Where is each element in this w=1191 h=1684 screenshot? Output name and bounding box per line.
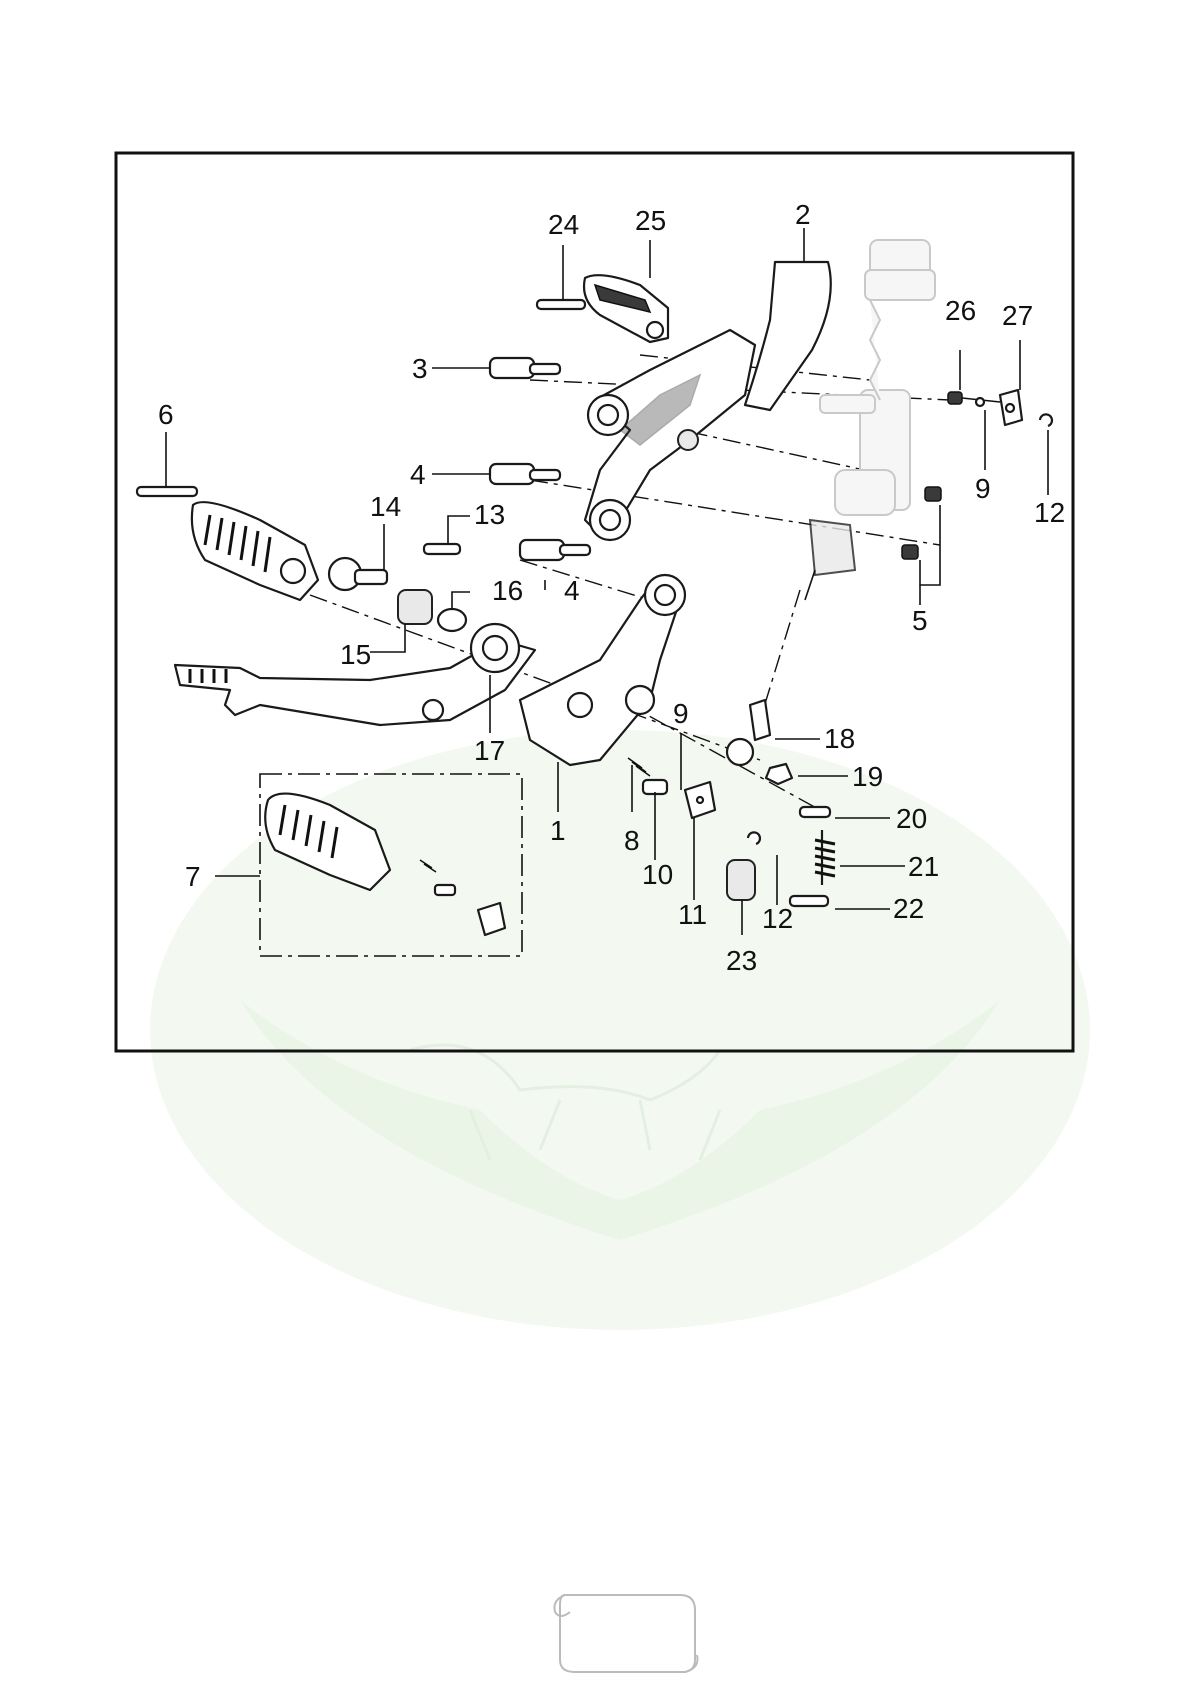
- upper-bracket: [585, 330, 755, 540]
- callout-5: 5: [912, 605, 928, 636]
- pin-6: [137, 487, 197, 496]
- callout-7: 7: [185, 861, 201, 892]
- callout-14: 14: [370, 491, 401, 522]
- collar-23: [727, 860, 755, 900]
- callout-6: 6: [158, 399, 174, 430]
- pin-13: [424, 544, 460, 554]
- callout-22: 22: [893, 893, 924, 924]
- callout-18: 18: [824, 723, 855, 754]
- callout-4a: 4: [410, 459, 426, 490]
- callout-3: 3: [412, 353, 428, 384]
- callout-24: 24: [548, 209, 579, 240]
- bolt-22: [790, 896, 828, 906]
- heel-guard: [745, 262, 831, 410]
- callout-27: 27: [1002, 300, 1033, 331]
- pin-10: [643, 780, 667, 794]
- bolt-4-lower: [520, 540, 590, 560]
- rider-footpeg: [192, 502, 318, 600]
- callout-2: 2: [795, 199, 811, 230]
- bolt-4-upper: [490, 464, 560, 484]
- callout-20: 20: [896, 803, 927, 834]
- callout-26: 26: [945, 295, 976, 326]
- e-clip: [1040, 414, 1052, 426]
- callout-23: 23: [726, 945, 757, 976]
- callout-13: 13: [474, 499, 505, 530]
- small-spring: [948, 392, 1000, 404]
- callout-11: 11: [678, 899, 707, 930]
- scroll-icon: [554, 1595, 697, 1672]
- callout-1: 1: [550, 815, 566, 846]
- callout-4b: 4: [564, 575, 580, 606]
- pivot-bolt-14: [329, 558, 387, 590]
- callout-12a: 12: [1034, 497, 1065, 528]
- callout-9b: 9: [673, 698, 689, 729]
- o-ring-16: [438, 609, 466, 631]
- callout-10: 10: [642, 859, 673, 890]
- callout-15: 15: [340, 639, 371, 670]
- callout-12b: 12: [762, 903, 793, 934]
- callout-16: 16: [492, 575, 523, 606]
- callout-17: 17: [474, 735, 505, 766]
- callout-19: 19: [852, 761, 883, 792]
- pin-plate: [976, 390, 1022, 425]
- bolt-20: [800, 807, 830, 817]
- callout-21: 21: [908, 851, 939, 882]
- bolt-3: [490, 358, 560, 378]
- callout-8: 8: [624, 825, 640, 856]
- callout-9a: 9: [975, 473, 991, 504]
- passenger-footpeg: [537, 275, 668, 342]
- callout-25: 25: [635, 205, 666, 236]
- bushing-15: [398, 590, 432, 624]
